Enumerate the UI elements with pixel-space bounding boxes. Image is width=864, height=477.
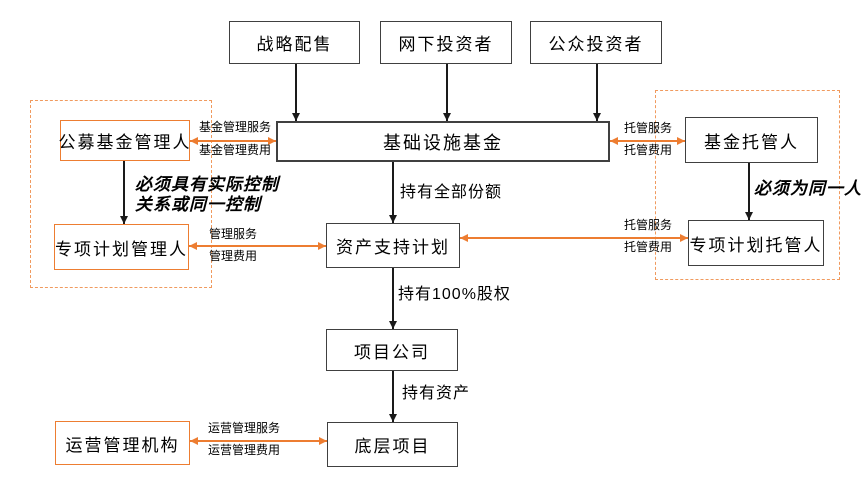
arrow-pubmanager-to-planmanager	[123, 161, 125, 224]
box-special-plan-custodian: 专项计划托管人	[688, 220, 824, 266]
arrow-fundcustodian-to-plancustodian	[748, 163, 750, 220]
label-mgmt-fee: 管理费用	[209, 249, 258, 263]
arrow-absplan-plancustodian	[460, 237, 688, 239]
label-custody-fee-top: 托管费用	[624, 143, 673, 157]
box-underlying-project: 底层项目	[327, 422, 458, 467]
label-holds-all-shares: 持有全部份额	[400, 184, 503, 201]
box-fund-custodian: 基金托管人	[685, 117, 818, 163]
note-control-relation-line1: 必须具有实际控制	[135, 175, 279, 194]
note-control-relation-line2: 关系或同一控制	[135, 195, 261, 214]
note-same-person: 必须为同一人	[754, 179, 862, 198]
note-control-relation: 必须具有实际控制 关系或同一控制	[135, 175, 279, 215]
label-custody-service-mid: 托管服务	[624, 218, 673, 232]
arrow-planmanager-absplan	[189, 245, 326, 247]
box-abs-plan: 资产支持计划	[326, 223, 460, 268]
arrow-projectco-to-underlying	[392, 371, 394, 422]
label-custody-fee-mid: 托管费用	[624, 240, 673, 254]
box-public-investors: 公众投资者	[530, 21, 662, 64]
label-ops-mgmt-fee: 运营管理费用	[208, 443, 281, 457]
box-special-plan-manager: 专项计划管理人	[54, 224, 189, 270]
label-holds-assets: 持有资产	[402, 385, 471, 402]
box-strategic-placement: 战略配售	[229, 21, 360, 64]
arrow-absplan-to-projectco	[392, 268, 394, 329]
arrow-public-to-fund	[596, 64, 598, 121]
label-mgmt-service: 管理服务	[209, 227, 258, 241]
box-public-fund-manager: 公募基金管理人	[59, 120, 190, 161]
arrow-fund-to-absplan	[392, 162, 394, 223]
label-custody-service-top: 托管服务	[624, 121, 673, 135]
box-infrastructure-fund: 基础设施基金	[276, 121, 610, 162]
label-fund-mgmt-fee: 基金管理费用	[199, 143, 272, 157]
arrow-opsmanager-underlying	[190, 440, 327, 442]
box-offline-investors: 网下投资者	[380, 21, 512, 64]
label-ops-mgmt-service: 运营管理服务	[208, 421, 281, 435]
custodian-group-dashed-box	[655, 90, 840, 280]
manager-group-dashed-box	[30, 100, 212, 288]
arrow-offline-to-fund	[446, 64, 448, 121]
box-operations-manager: 运营管理机构	[55, 421, 190, 465]
arrow-pubmanager-fund	[190, 140, 276, 142]
label-fund-mgmt-service: 基金管理服务	[199, 120, 272, 134]
arrow-strategic-to-fund	[295, 64, 297, 121]
label-holds-100-equity: 持有100%股权	[398, 286, 511, 303]
box-project-company: 项目公司	[326, 329, 458, 371]
arrow-fund-fundcustodian	[610, 140, 685, 142]
